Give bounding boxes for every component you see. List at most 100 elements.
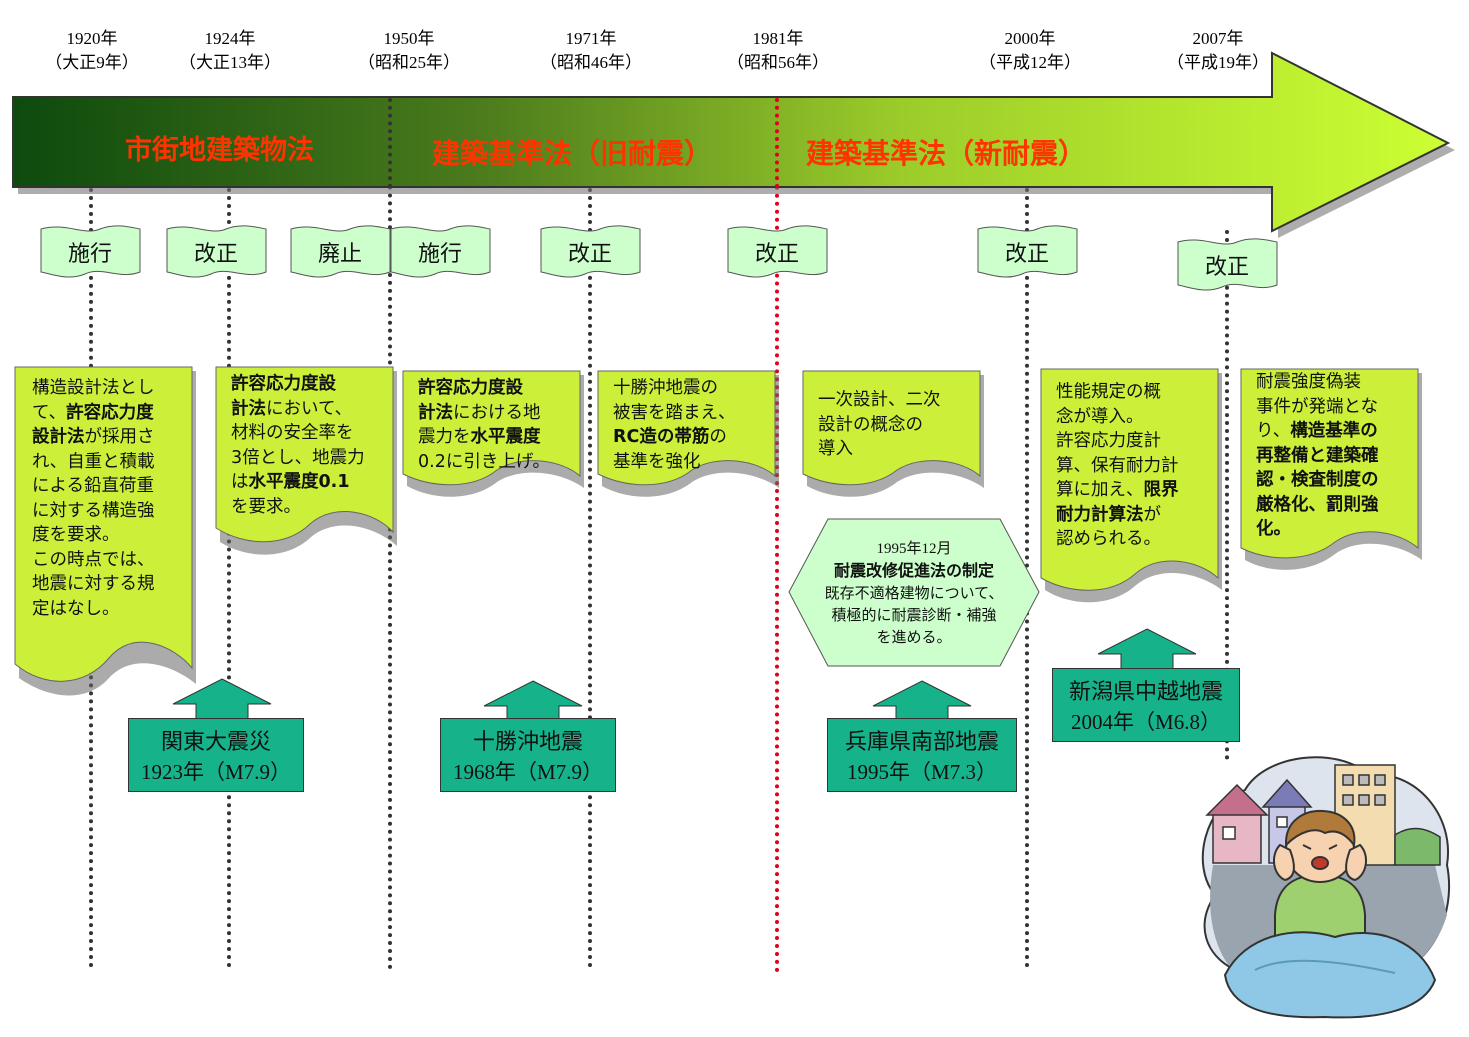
note-line-bold: RC造の帯筋 — [613, 427, 710, 447]
note-line: による鉛直荷重 — [32, 476, 154, 496]
note-line-plain: の — [709, 427, 727, 447]
tag-label: 改正 — [754, 242, 799, 267]
note-line-bold: 化。 — [1256, 519, 1291, 539]
timeline-line-2007 — [1225, 230, 1229, 760]
note-line: を要求。 — [231, 496, 301, 517]
earthquake-date: 2004年（M6.8） — [1071, 710, 1221, 734]
note-line-bold: 設計法 — [32, 427, 85, 447]
year-label-2007: 2007年 （平成19年） — [1153, 27, 1283, 75]
note-line-bold: 計法 — [418, 402, 453, 423]
note-1981: 一次設計、二次 設計の概念の 導入 — [802, 370, 984, 510]
note-line: 地震に対する規 — [32, 574, 155, 594]
earthquake-name: 新潟県中越地震 — [1068, 680, 1223, 705]
year-text: 2000年 — [1004, 29, 1056, 48]
hexagon-line: を進める。 — [876, 628, 952, 646]
law-label-1: 市街地建築物法 — [125, 135, 314, 166]
note-line-plain: における地 — [453, 402, 541, 423]
note-line: 計法における地 — [418, 401, 578, 426]
earthquake-name: 十勝沖地震 — [472, 730, 583, 755]
tag-label: 改正 — [1004, 242, 1049, 267]
note-line: り、構造基準の — [1256, 419, 1416, 444]
year-label-1971: 1971年 （昭和46年） — [526, 27, 656, 75]
note-line: 3倍とし、地震力 — [231, 447, 365, 468]
note-text: 耐震強度偽装 事件が発端とな り、構造基準の 再整備と建築確 認・検査制度の 厳… — [1256, 370, 1416, 542]
note-line-bold: 認・検査制度の — [1256, 470, 1379, 490]
note-line: 算、保有耐力計 — [1056, 455, 1179, 476]
tag-amend-1971: 改正 — [540, 224, 641, 280]
era-text: （大正13年） — [179, 53, 281, 72]
note-text: 一次設計、二次 設計の概念の 導入 — [818, 388, 978, 462]
note-line: 導入 — [818, 439, 853, 459]
note-line-bold: 耐力計算法 — [1056, 504, 1144, 525]
note-line: 設計法が採用さ — [32, 425, 192, 450]
era-text: （大正9年） — [45, 53, 139, 72]
note-line: 計法において、 — [231, 397, 391, 422]
up-arrow-kanto — [172, 678, 272, 722]
note-line: 許容応力度設 — [418, 376, 578, 401]
note-line-plain: は — [231, 472, 249, 492]
note-line: 設計の概念の — [818, 414, 923, 435]
note-2007: 耐震強度偽装 事件が発端とな り、構造基準の 再整備と建築確 認・検査制度の 厳… — [1240, 368, 1422, 578]
year-label-1981: 1981年 （昭和56年） — [713, 27, 843, 75]
note-line: RC造の帯筋の — [613, 425, 773, 450]
note-line-plain: り、 — [1256, 421, 1291, 441]
law-label-2: 建築基準法（旧耐震） — [432, 137, 713, 170]
note-line: 事件が発端とな — [1256, 396, 1378, 417]
earthquake-tokachi: 十勝沖地震 1968年（M7.9） — [440, 718, 616, 792]
note-line: 震力を水平震度 — [418, 425, 578, 450]
year-text: 1971年 — [565, 29, 617, 48]
note-text: 性能規定の概 念が導入。 許容応力度計 算、保有耐力計 算に加え、限界 耐力計算… — [1056, 380, 1216, 552]
law-label-3: 建築基準法（新耐震） — [806, 137, 1087, 170]
note-line: 算に加え、限界 — [1056, 478, 1216, 503]
note-line-bold: 厳格化、罰則強 — [1256, 494, 1379, 515]
note-line: 念が導入。 — [1056, 406, 1144, 427]
note-line-bold: 許容応力度 — [66, 402, 154, 423]
tag-abolish-1950: 廃止 — [290, 224, 391, 280]
year-text: 1950年 — [383, 29, 435, 48]
note-line-bold: 水平震度0.1 — [248, 472, 350, 492]
note-line-bold: 再整備と建築確 — [1256, 445, 1379, 466]
note-line: 構造設計法とし — [32, 378, 155, 398]
note-line: 耐力計算法が — [1056, 503, 1216, 528]
note-line: て、許容応力度 — [32, 401, 192, 426]
note-2000: 性能規定の概 念が導入。 許容応力度計 算、保有耐力計 算に加え、限界 耐力計算… — [1040, 368, 1222, 613]
year-text: 1924年 — [204, 29, 256, 48]
tag-amend-1981: 改正 — [727, 224, 828, 280]
earthquake-kanto: 関東大震災 1923年（M7.9） — [128, 718, 304, 792]
era-text: （昭和46年） — [540, 53, 642, 72]
note-line: に対する構造強 — [32, 500, 155, 521]
note-line: 化。 — [1256, 517, 1416, 542]
note-line: 一次設計、二次 — [818, 390, 941, 410]
tag-label: 施行 — [417, 242, 462, 267]
year-label-1920: 1920年 （大正9年） — [27, 27, 157, 75]
note-line: 許容応力度計 — [1056, 431, 1161, 451]
note-line-plain: において、 — [266, 398, 353, 419]
earthquake-date: 1923年（M7.9） — [141, 760, 291, 784]
note-line-plain: 算に加え、 — [1056, 480, 1144, 500]
earthquake-name: 関東大震災 — [160, 730, 271, 755]
frightened-person-illustration — [1201, 756, 1451, 1019]
arrow-divider-1981 — [775, 98, 779, 188]
tag-label: 改正 — [193, 242, 238, 267]
hexagon-title: 耐震改修促進法の制定 — [833, 561, 994, 580]
note-line: 認・検査制度の — [1256, 468, 1416, 493]
earthquake-date: 1968年（M7.9） — [453, 760, 603, 784]
note-line: 十勝沖地震の — [613, 378, 718, 398]
note-line: 基準を強化 — [613, 451, 701, 472]
hexagon-line: 既存不適格建物について、 — [824, 584, 1004, 602]
note-line-plain: 震力を — [418, 427, 471, 447]
note-1924: 許容応力度設 計法において、 材料の安全率を 3倍とし、地震力 は水平震度0.1… — [215, 366, 397, 566]
note-line: 被害を踏まえ、 — [613, 402, 736, 423]
note-text: 十勝沖地震の 被害を踏まえ、 RC造の帯筋の 基準を強化 — [613, 376, 773, 474]
note-line-bold: 水平震度 — [470, 427, 541, 447]
note-line: 認められる。 — [1056, 529, 1161, 549]
tag-enforce-1920: 施行 — [40, 224, 141, 280]
era-text: （昭和56年） — [727, 53, 829, 72]
note-line-bold: 許容応力度設 — [418, 378, 523, 398]
earthquake-niigata: 新潟県中越地震 2004年（M6.8） — [1052, 668, 1240, 742]
note-line: 0.2に引き上げ。 — [418, 451, 550, 472]
tag-amend-1924: 改正 — [166, 224, 267, 280]
note-line: 度を要求。 — [32, 525, 120, 545]
era-text: （平成19年） — [1167, 53, 1269, 72]
up-arrow-niigata — [1097, 628, 1197, 672]
